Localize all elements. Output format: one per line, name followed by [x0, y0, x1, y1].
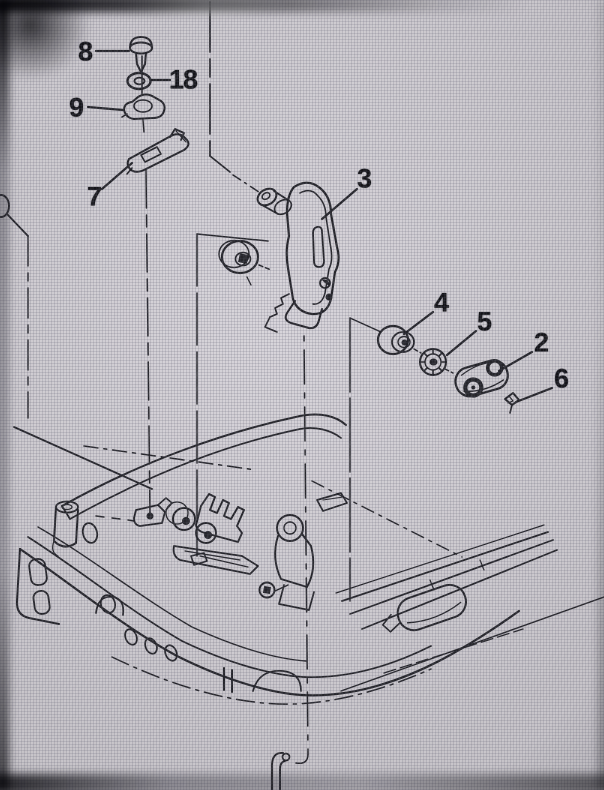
right-rail-bracket	[382, 583, 467, 633]
leader-7	[100, 161, 134, 191]
edge-part-line	[6, 213, 29, 237]
subframe	[13, 413, 604, 705]
part-callout-18: 18	[168, 64, 198, 95]
linkage-cluster	[95, 492, 348, 611]
part-callout-5: 5	[476, 306, 492, 337]
leader-4	[402, 310, 435, 336]
leader-9	[86, 105, 125, 112]
left-end-bracket	[15, 500, 178, 662]
part-callout-2: 2	[533, 327, 549, 358]
part-callout-6: 6	[553, 363, 569, 394]
leader-2	[497, 350, 534, 373]
part-callout-7: 7	[86, 181, 102, 212]
part-7-bracket	[126, 128, 190, 175]
part-callout-8: 8	[77, 36, 93, 67]
bolt-axis-line	[142, 119, 145, 133]
part-callout-3: 3	[356, 163, 372, 194]
leader-6	[514, 386, 554, 404]
part-9-clamp	[121, 93, 166, 120]
part-6-clip	[504, 392, 520, 414]
part-3-bushing	[218, 239, 272, 286]
part-18-washer	[126, 71, 152, 91]
edge-cutoff-part	[0, 194, 10, 218]
leader-3	[320, 187, 359, 221]
part-callout-4: 4	[433, 287, 449, 318]
part-2-mount	[454, 359, 509, 398]
leader-5	[445, 329, 478, 357]
bottom-rod-hook	[271, 752, 291, 790]
part-callout-9: 9	[68, 92, 84, 123]
part-3-lever	[256, 181, 340, 333]
center-line-bend	[209, 155, 231, 173]
axis-lines	[6, 1, 382, 765]
mount-axis-bend	[349, 317, 382, 333]
back-edge	[13, 426, 153, 490]
link-axis-hook	[295, 753, 309, 765]
link-axis-line	[303, 335, 309, 755]
part-4-grommet	[376, 324, 422, 356]
center-line-to-lever	[232, 174, 263, 195]
part-8-bolt	[129, 36, 153, 73]
